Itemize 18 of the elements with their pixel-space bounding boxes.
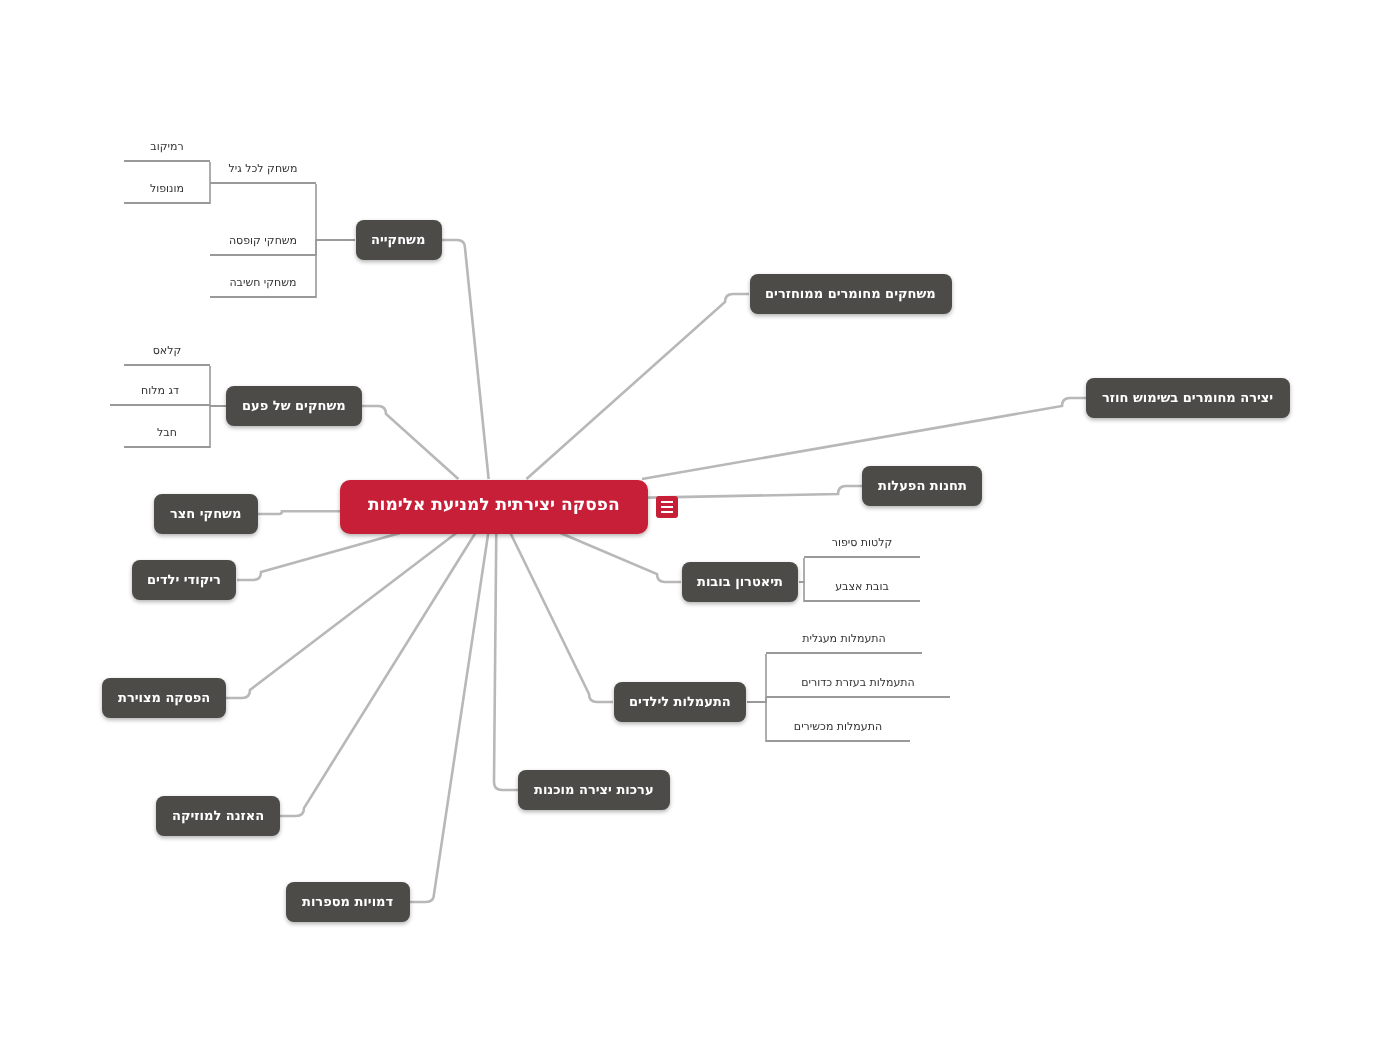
connector-line xyxy=(798,557,805,583)
central-topic: הפסקה יצירתית למניעת אלימות xyxy=(340,479,648,533)
connector-line xyxy=(746,701,767,743)
connector-line xyxy=(798,581,805,603)
connector-line xyxy=(258,509,340,516)
connector-line xyxy=(559,531,681,584)
connector-line xyxy=(209,183,211,205)
connector-line xyxy=(525,292,749,480)
connector-line xyxy=(315,239,356,299)
connector-line xyxy=(209,161,211,185)
connector-line xyxy=(362,404,460,480)
connector-line xyxy=(647,484,862,499)
connector-line xyxy=(641,396,1086,481)
connector-line xyxy=(237,531,401,582)
connector-line xyxy=(209,405,227,449)
connector-line xyxy=(509,532,613,704)
connector-line xyxy=(280,532,477,818)
connector-line xyxy=(226,531,458,700)
